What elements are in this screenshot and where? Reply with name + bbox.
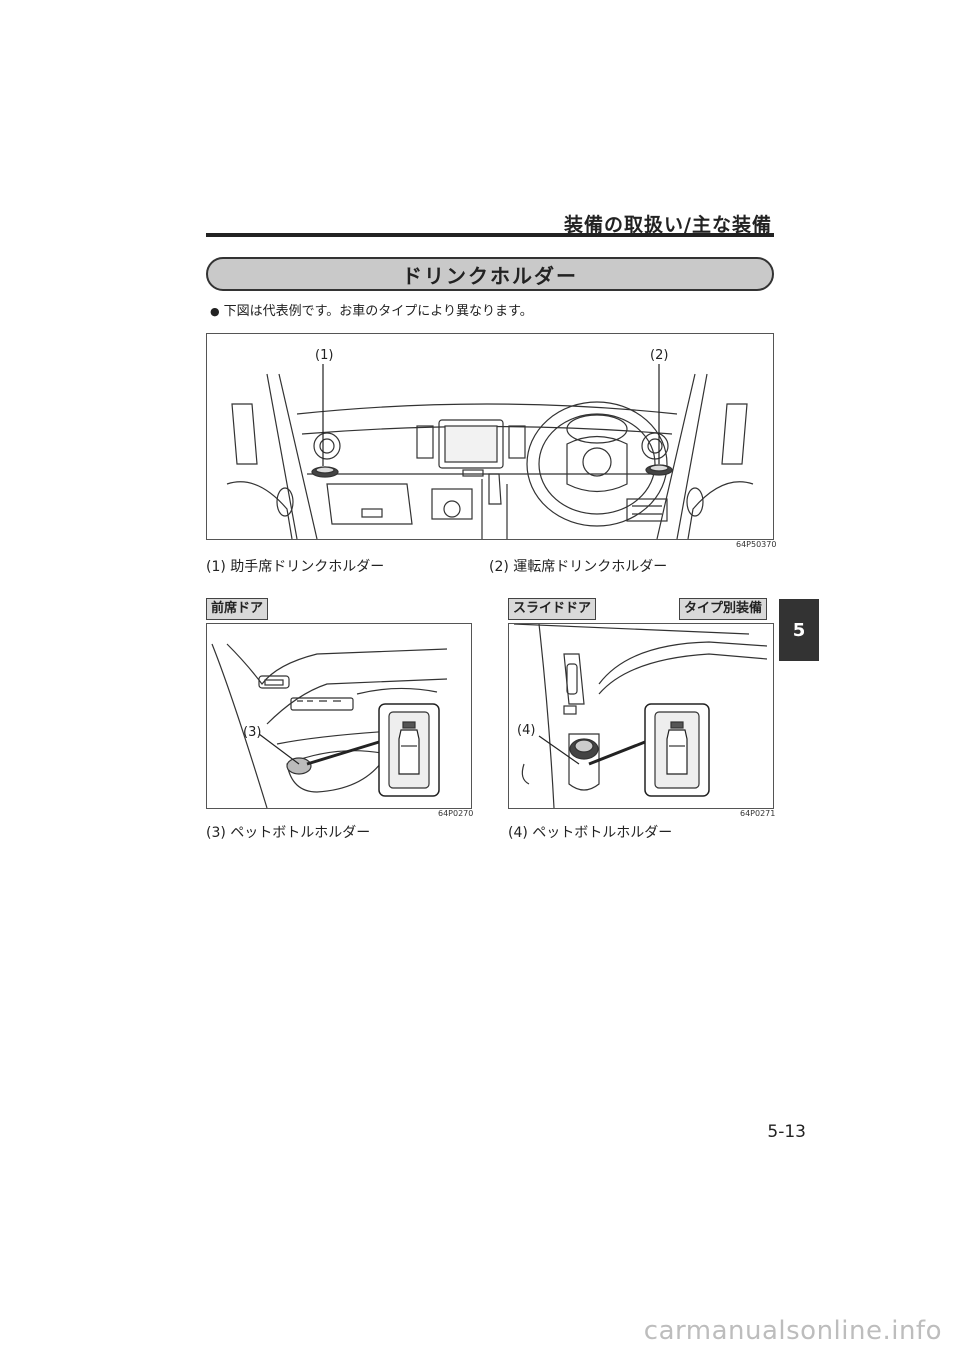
caption-1: (1) 助手席ドリンクホルダー (206, 559, 385, 575)
bullet-icon: ● (210, 305, 220, 318)
callout-1: (1) (315, 348, 333, 363)
callout-4: (4) (517, 723, 535, 738)
page-number: 5-13 (767, 1122, 806, 1142)
dashboard-illustration: (1) (2) (226, 348, 754, 539)
caption-2: (2) 運転席ドリンクホルダー (489, 559, 668, 575)
front-door-illustration: (3) (211, 643, 448, 808)
callout-3: (3) (243, 725, 261, 740)
note-text: 下図は代表例です。お車のタイプにより異なります。 (223, 304, 533, 319)
front-door-figure: (3) (206, 623, 472, 809)
slide-door-figure: (4) (508, 623, 774, 809)
caption-3: (3) ペットボトルホルダー (206, 825, 371, 841)
callout-2: (2) (650, 348, 668, 363)
slide-door-illustration: (4) (513, 624, 768, 808)
header-rule (206, 233, 774, 237)
dashboard-figure: (1) (2) (206, 333, 774, 540)
page-header-title: 装備の取扱い/主な装備 (564, 214, 772, 236)
figure-code: 64P0270 (438, 809, 474, 818)
section-title: ドリンクホルダー (402, 263, 578, 288)
watermark: carmanualsonline.info (643, 1316, 942, 1346)
chapter-tab: 5 (779, 599, 819, 661)
caption-4: (4) ペットボトルホルダー (508, 825, 673, 841)
figure-code: 64P0271 (740, 809, 776, 818)
tag-front-door: 前席ドア (206, 598, 269, 620)
note: ●下図は代表例です。お車のタイプにより異なります。 (210, 300, 533, 319)
tag-type-equipment: タイプ別装備 (679, 598, 768, 620)
section-banner: ドリンクホルダー (206, 257, 774, 291)
tag-slide-door: スライドドア (508, 598, 597, 620)
figure-code: 64P50370 (736, 540, 777, 549)
